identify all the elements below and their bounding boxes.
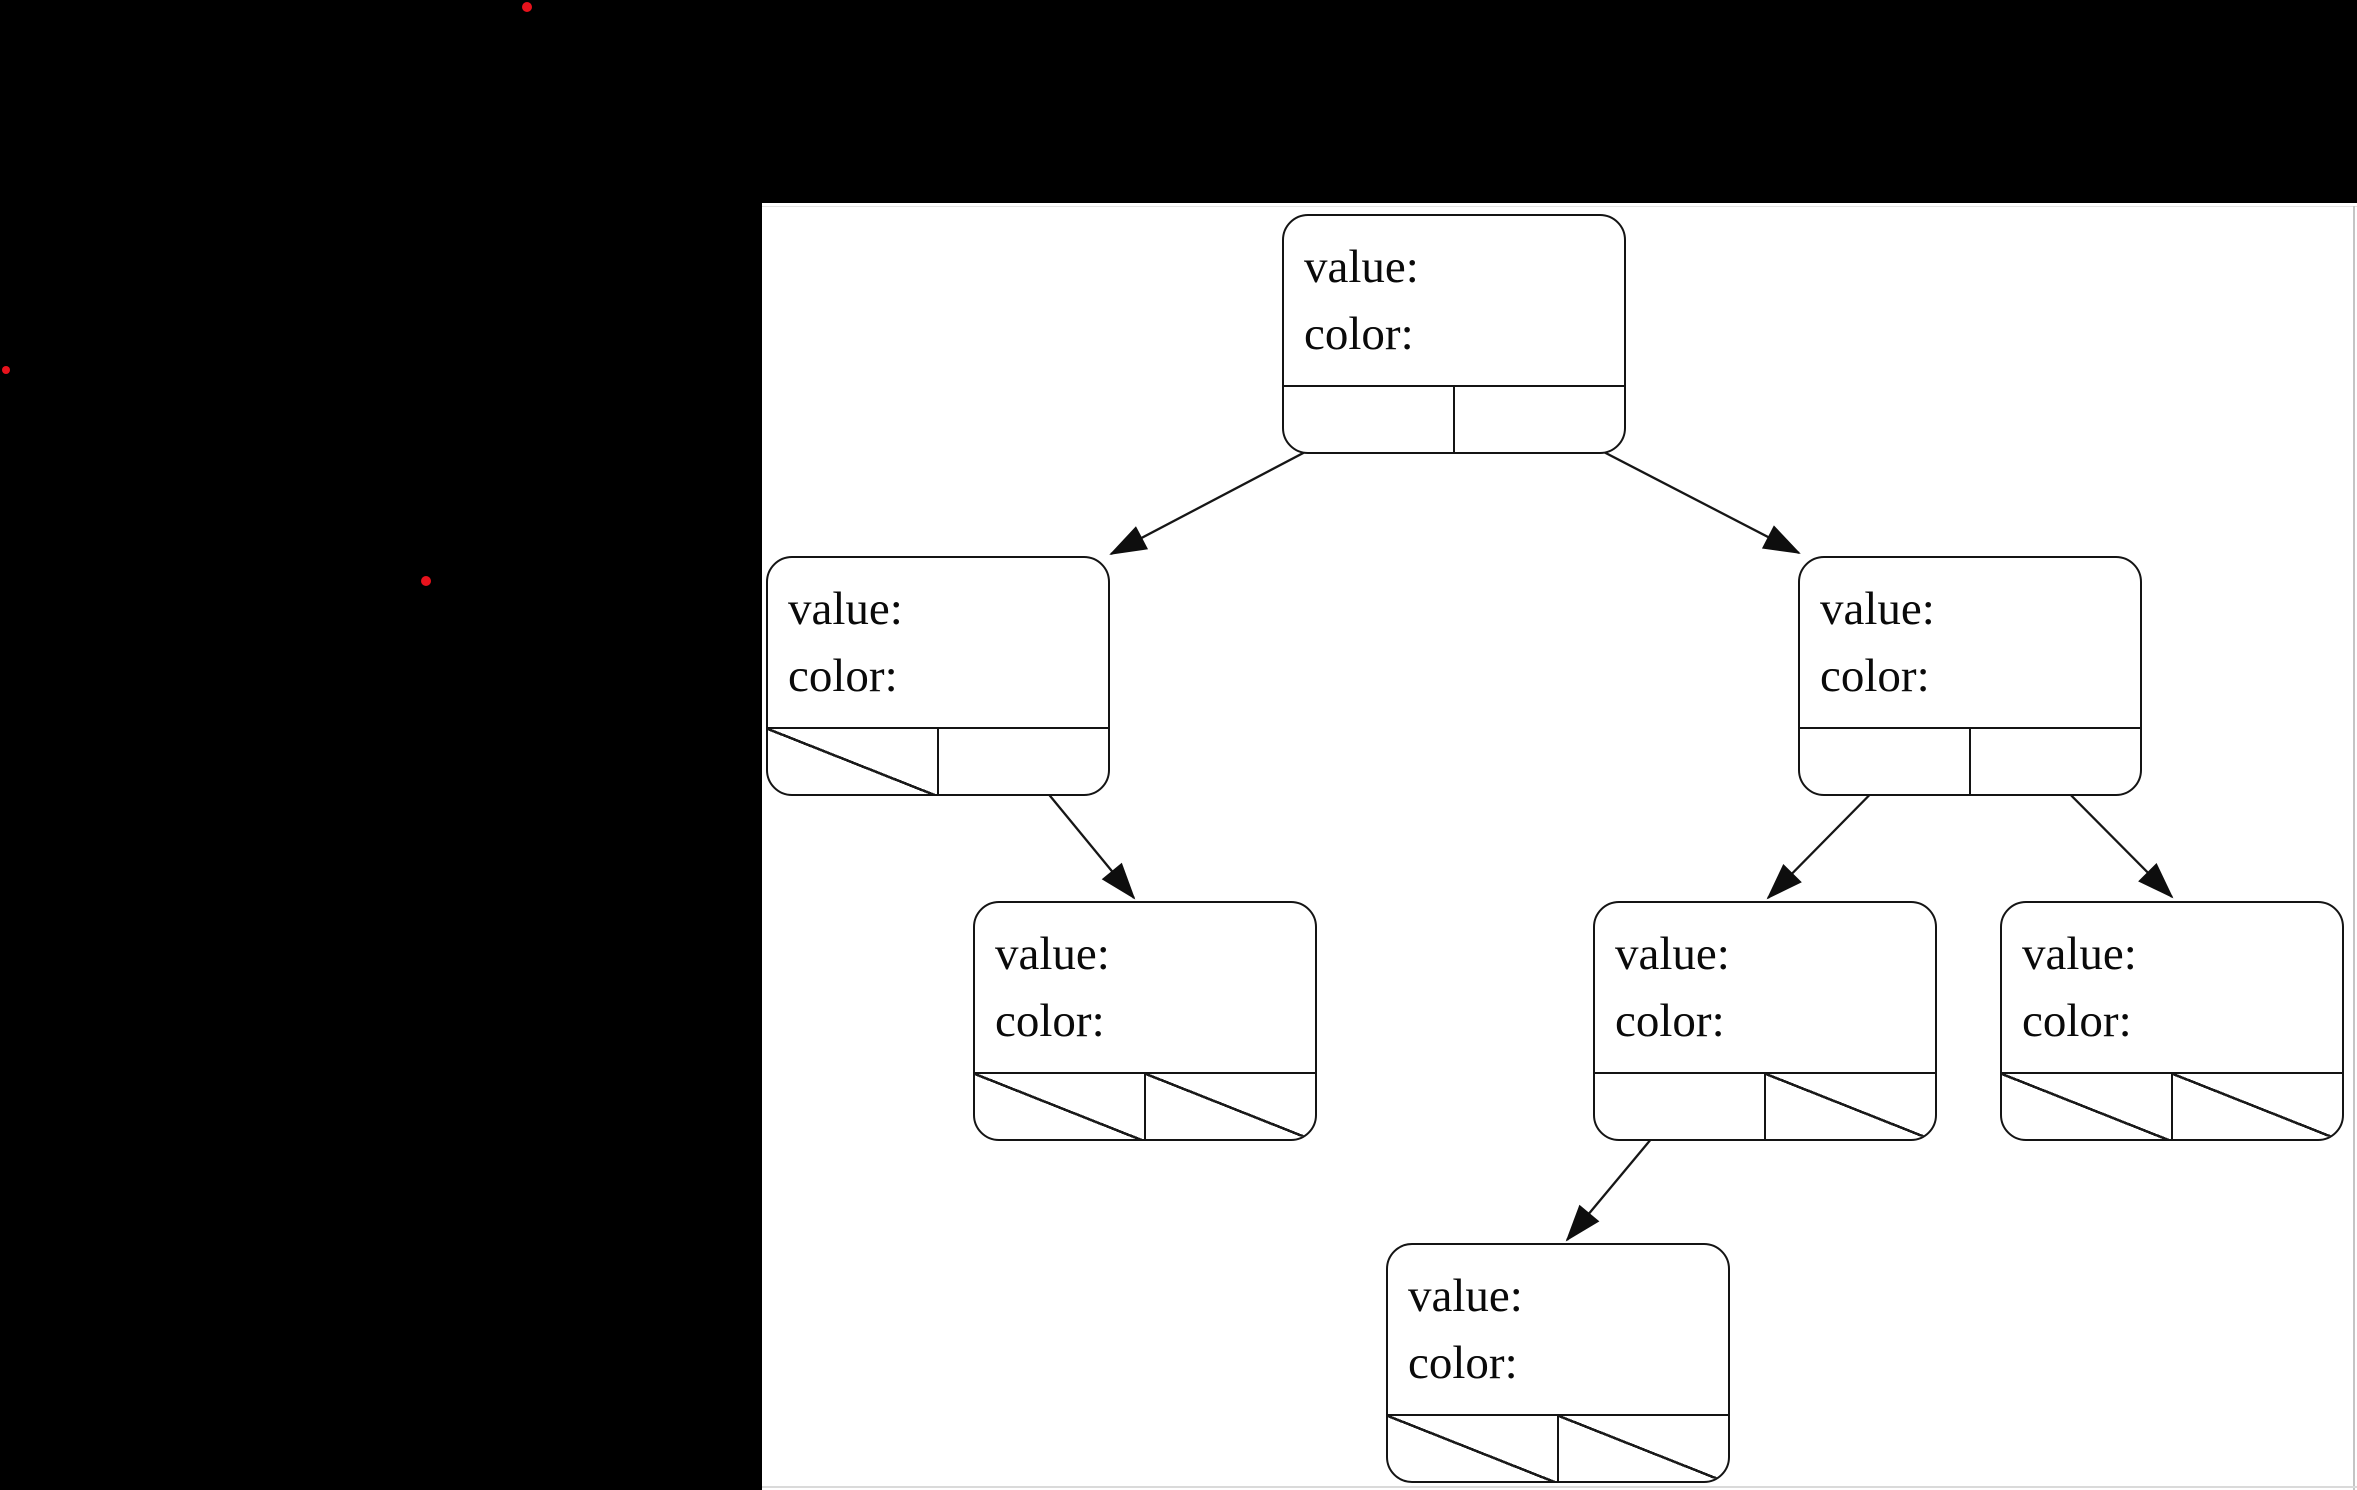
left-pointer-cell-null (975, 1074, 1146, 1139)
node-fields: value: color: (1284, 216, 1624, 385)
left-pointer-cell (1800, 729, 1971, 794)
right-pointer-cell (1971, 729, 2140, 794)
left-pointer-cell-null (2002, 1074, 2173, 1139)
panel-border-bottom (762, 1486, 2357, 1488)
color-label: color: (1408, 1337, 1518, 1389)
right-pointer-cell-null (1766, 1074, 1935, 1139)
node-fields: value: color: (1388, 1245, 1728, 1414)
tree-node-right-left-left-greatgrandchild: value: color: (1386, 1243, 1730, 1483)
left-pointer-cell-null (1388, 1416, 1559, 1481)
color-label: color: (1820, 650, 1930, 702)
left-pointer-cell (1284, 387, 1455, 452)
value-label: value: (1615, 928, 1730, 980)
color-label: color: (1615, 995, 1725, 1047)
node-fields: value: color: (768, 558, 1108, 727)
panel-border-top (762, 206, 2357, 207)
left-pointer-cell (1595, 1074, 1766, 1139)
color-label: color: (995, 995, 1105, 1047)
tree-node-root: value: color: (1282, 214, 1626, 454)
tree-node-left-right-grandchild: value: color: (973, 901, 1317, 1141)
color-label: color: (2022, 995, 2132, 1047)
pointer-row (1800, 727, 2140, 794)
value-label: value: (1820, 583, 1935, 635)
value-label: value: (1408, 1270, 1523, 1322)
right-pointer-cell (1455, 387, 1624, 452)
node-fields: value: color: (1595, 903, 1935, 1072)
pointer-row (1388, 1414, 1728, 1481)
pointer-row (1284, 385, 1624, 452)
tree-node-right-child: value: color: (1798, 556, 2142, 796)
tree-node-left-child: value: color: (766, 556, 1110, 796)
left-pointer-cell-null (768, 729, 939, 794)
pointer-row (1595, 1072, 1935, 1139)
node-fields: value: color: (975, 903, 1315, 1072)
tree-node-right-left-grandchild: value: color: (1593, 901, 1937, 1141)
right-pointer-cell-null (1559, 1416, 1728, 1481)
value-label: value: (995, 928, 1110, 980)
tree-node-right-right-grandchild: value: color: (2000, 901, 2344, 1141)
value-label: value: (788, 583, 903, 635)
red-dot-marker (421, 576, 431, 586)
pointer-row (975, 1072, 1315, 1139)
value-label: value: (2022, 928, 2137, 980)
right-pointer-cell-null (2173, 1074, 2342, 1139)
panel-border-right (2353, 206, 2355, 1490)
node-fields: value: color: (2002, 903, 2342, 1072)
pointer-row (2002, 1072, 2342, 1139)
color-label: color: (788, 650, 898, 702)
node-fields: value: color: (1800, 558, 2140, 727)
right-pointer-cell-null (1146, 1074, 1315, 1139)
red-dot-marker (2, 366, 10, 374)
diagram-canvas: value: color: value: color: value: color… (762, 203, 2357, 1490)
value-label: value: (1304, 241, 1419, 293)
color-label: color: (1304, 308, 1414, 360)
pointer-row (768, 727, 1108, 794)
red-dot-marker (522, 2, 532, 12)
right-pointer-cell (939, 729, 1108, 794)
